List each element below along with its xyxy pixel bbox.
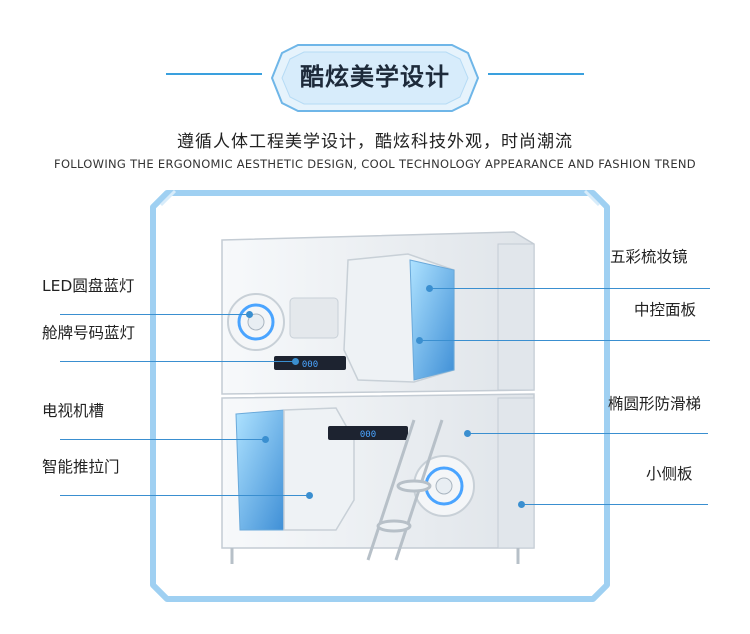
leader-sliding-door bbox=[60, 495, 310, 496]
leader-side-panel bbox=[522, 504, 708, 505]
subtitle-en: FOLLOWING THE ERGONOMIC AESTHETIC DESIGN… bbox=[54, 157, 696, 171]
title-badge: 酷炫美学设计 bbox=[268, 43, 482, 113]
lower-door-light bbox=[235, 409, 285, 531]
leader-dot-mirror bbox=[426, 285, 433, 292]
leader-dot-sliding-door bbox=[306, 492, 313, 499]
leader-dot-cabin-number bbox=[292, 358, 299, 365]
callout-sliding-door-label: 智能推拉门 bbox=[42, 458, 120, 476]
leader-dot-ladder bbox=[464, 430, 471, 437]
header-line-right bbox=[488, 73, 584, 75]
leader-ladder bbox=[468, 433, 708, 434]
svg-text:000: 000 bbox=[302, 360, 318, 370]
anti-slip-ladder bbox=[366, 419, 444, 561]
leader-cabin-number bbox=[60, 361, 296, 362]
callout-side-panel-label: 小侧板 bbox=[646, 465, 693, 483]
decorative-frame bbox=[150, 189, 610, 602]
subtitle-cn: 遵循人体工程美学设计，酷炫科技外观，时尚潮流 bbox=[177, 132, 573, 152]
upper-door-light bbox=[409, 259, 455, 381]
callout-led-disk-label: LED圆盘蓝灯 bbox=[42, 277, 135, 295]
title-badge-shape bbox=[270, 44, 480, 112]
section-header: 酷炫美学设计 bbox=[0, 40, 750, 120]
leader-dot-control-panel bbox=[416, 337, 423, 344]
leader-control-panel bbox=[420, 340, 710, 341]
leader-dot-side-panel bbox=[518, 501, 525, 508]
leader-led-disk bbox=[60, 314, 250, 315]
page-title: 酷炫美学设计 bbox=[300, 63, 450, 91]
header-line-left bbox=[166, 73, 262, 75]
leader-dot-tv-slot bbox=[262, 436, 269, 443]
callout-mirror-label: 五彩梳妆镜 bbox=[610, 248, 688, 266]
leader-mirror bbox=[430, 288, 710, 289]
leader-dot-led-disk bbox=[246, 311, 253, 318]
callout-ladder-label: 椭圆形防滑梯 bbox=[608, 395, 702, 413]
leader-tv-slot bbox=[60, 439, 266, 440]
callout-cabin-number-label: 舱牌号码蓝灯 bbox=[42, 324, 136, 342]
lower-number-panel bbox=[328, 426, 408, 440]
callout-control-panel-label: 中控面板 bbox=[634, 301, 697, 319]
capsule-illustration: 000 000 bbox=[221, 231, 535, 564]
svg-text:000: 000 bbox=[360, 430, 376, 440]
callout-tv-slot-label: 电视机槽 bbox=[42, 402, 105, 420]
